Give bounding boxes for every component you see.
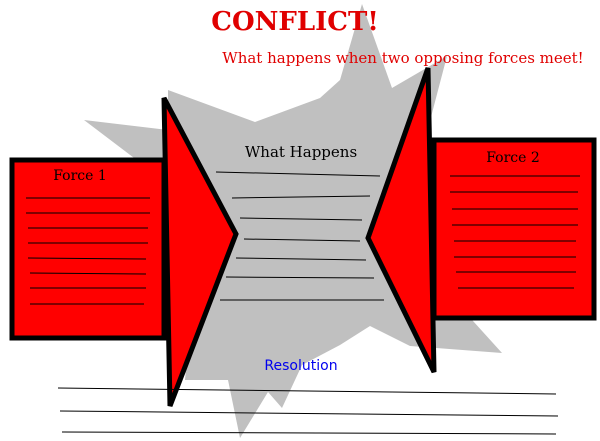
force-1-label: Force 1 — [53, 168, 107, 184]
page-title: CONFLICT! — [211, 7, 378, 37]
force-2-box: Force 2 — [431, 137, 597, 321]
resolution-writing-lines — [57, 387, 559, 435]
writing-line[interactable] — [29, 272, 147, 275]
writing-line[interactable] — [231, 195, 371, 199]
page-subtitle: What happens when two opposing forces me… — [222, 49, 583, 67]
force-2-writing-lines — [450, 175, 580, 289]
writing-line[interactable] — [215, 171, 381, 177]
writing-line[interactable] — [27, 257, 147, 260]
writing-line[interactable] — [61, 431, 557, 435]
force-2-label: Force 2 — [486, 150, 540, 166]
writing-line[interactable] — [225, 276, 375, 279]
writing-line[interactable] — [239, 217, 363, 221]
resolution-label: Resolution — [264, 358, 337, 374]
writing-line[interactable] — [243, 238, 361, 242]
what-happens-label: What Happens — [245, 143, 357, 161]
writing-line[interactable] — [59, 410, 559, 417]
right-force-arrow — [365, 67, 437, 374]
what-happens-writing-lines — [215, 171, 384, 301]
writing-line[interactable] — [57, 387, 557, 395]
left-force-arrow — [161, 96, 239, 407]
writing-line[interactable] — [235, 257, 367, 261]
force-1-box: Force 1 — [9, 157, 167, 341]
force-1-writing-lines — [26, 197, 150, 305]
